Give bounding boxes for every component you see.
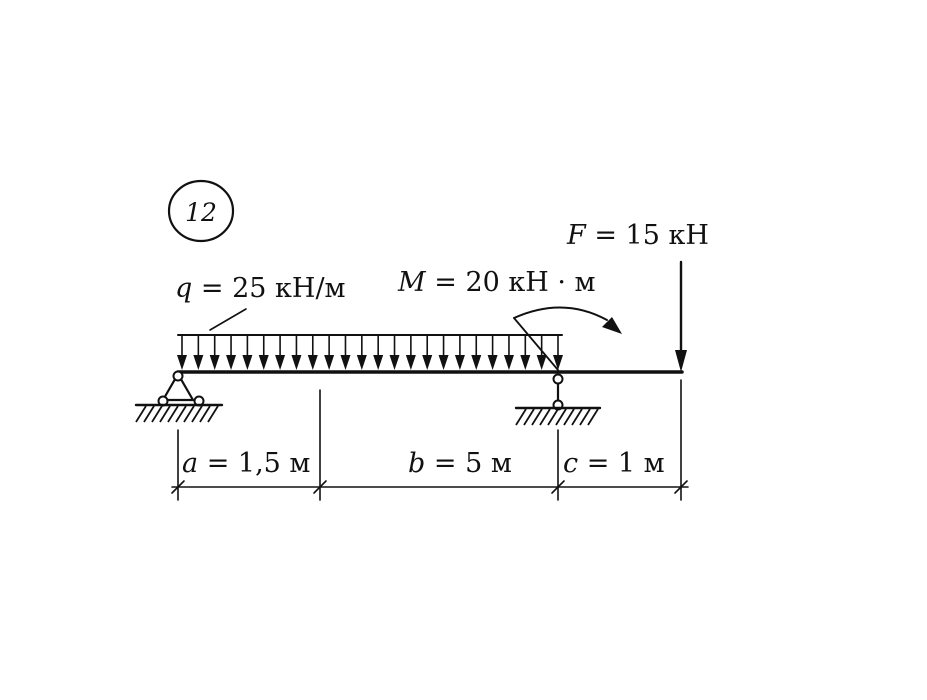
load-arrow: [307, 336, 318, 370]
load-arrow: [536, 336, 547, 370]
load-arrow: [438, 336, 449, 370]
force-arrow: [675, 260, 687, 372]
load-leader-line: [209, 308, 247, 331]
load-arrow: [209, 336, 220, 370]
hatch-line: [571, 408, 583, 426]
load-arrow: [356, 336, 367, 370]
load-arrow: [553, 336, 563, 370]
hatch-line: [175, 405, 187, 423]
load-arrow: [193, 336, 204, 370]
hatch-line: [167, 405, 179, 423]
hatch-line: [199, 405, 211, 423]
hatch-line: [523, 408, 535, 426]
load-arrow: [226, 336, 237, 370]
hatch-line: [579, 408, 591, 426]
hatch-line: [143, 405, 155, 423]
load-arrow: [422, 336, 433, 370]
load-arrow: [487, 336, 498, 370]
load-arrow: [242, 336, 253, 370]
hatch-line: [207, 405, 219, 423]
dimension-b-label: b = 5 м: [408, 448, 512, 479]
hatch-line: [539, 408, 551, 426]
problem-number-badge: 12: [167, 179, 235, 243]
hatch-line: [151, 405, 163, 423]
hatch-line: [531, 408, 543, 426]
load-arrow: [275, 336, 286, 370]
dimension-c-label: c = 1 м: [563, 448, 665, 479]
hatch-line: [555, 408, 567, 426]
problem-number: 12: [185, 198, 217, 227]
hatch-line: [135, 405, 147, 423]
load-arrow: [503, 336, 514, 370]
load-arrow: [373, 336, 384, 370]
pinned-support-left: [134, 370, 224, 423]
hatch-line: [183, 405, 195, 423]
load-arrow: [520, 336, 531, 370]
force-label: F = 15 кН: [566, 220, 709, 251]
load-arrow: [340, 336, 351, 370]
load-arrow: [324, 336, 335, 370]
load-arrow: [291, 336, 302, 370]
load-arrow: [258, 336, 269, 370]
hatch-line: [515, 408, 527, 426]
dimension-a-label: a = 1,5 м: [182, 448, 310, 479]
hatch-line: [587, 408, 599, 426]
load-arrow: [405, 336, 416, 370]
distributed-load: [177, 334, 563, 370]
hatch-line: [191, 405, 203, 423]
hatch-line: [547, 408, 559, 426]
moment-arrow: [513, 306, 622, 371]
dimension-lines: [171, 379, 689, 501]
load-arrow: [454, 336, 465, 370]
hatch-line: [159, 405, 171, 423]
load-arrow: [389, 336, 400, 370]
load-arrow: [177, 336, 187, 370]
hatch-line: [563, 408, 575, 426]
support-right: [514, 373, 602, 426]
load-arrow: [471, 336, 482, 370]
moment-label: M = 20 кН · м: [397, 267, 596, 298]
distributed-load-label: q = 25 кН/м: [175, 273, 346, 304]
